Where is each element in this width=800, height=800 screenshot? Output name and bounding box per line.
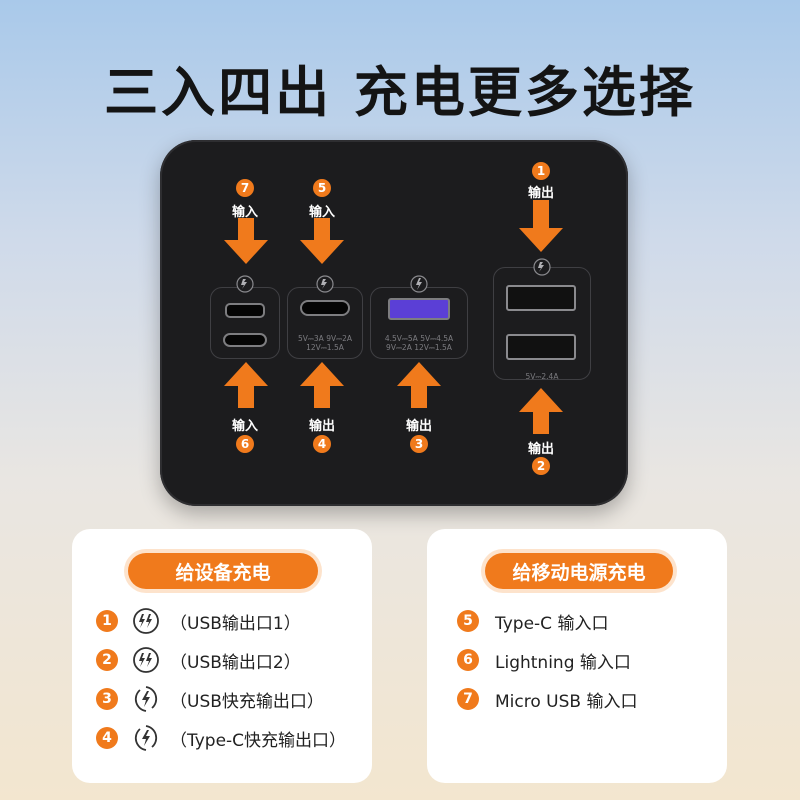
typec-spec-line-2: 12V⎓1.5A [306,343,344,352]
micro-usb-port [225,303,265,318]
list-item-number: 4 [96,727,118,749]
device-charging-card: 给设备充电 1 （USB输出口1） 2 （USB输出口2） 3 （USB快充输出… [72,529,372,783]
list-item: 6 Lightning 输入口 [457,646,631,674]
bolt-indicator-icon [410,275,428,293]
powerbank-charging-card: 给移动电源充电 5 Type-C 输入口 6 Lightning 输入口 7 M… [427,529,727,783]
arrow-up-icon [300,362,344,408]
arrow-up-icon [519,388,563,434]
usb-port-1 [506,285,576,311]
qc-spec-line-1: 4.5V⎓5A 5V⎓4.5A [384,334,454,343]
callout-label: 输出 [405,419,432,434]
micro-lightning-port-frame [210,287,280,359]
callout-label: 输出 [527,442,554,457]
list-item-text: （USB快充输出口） [170,691,324,712]
callout-number: 6 [236,435,254,453]
usb-port-2 [506,334,576,360]
list-item: 4 （Type-C快充输出口） [96,724,346,752]
arrow-down-icon [519,200,563,252]
double-bolt-icon [133,608,159,634]
list-item-number: 7 [457,688,479,710]
typec-spec-line-1: 5V⎓3A 9V⎓2A [298,334,352,343]
list-item: 3 （USB快充输出口） [96,685,324,713]
arrow-up-icon [224,362,268,408]
headline: 三入四出 充电更多选择 [104,61,696,124]
arrow-down-icon [224,218,268,264]
usb-pair-port-frame [493,267,591,380]
callout-label: 输入 [231,419,258,434]
fast-charge-bolt-icon [134,686,158,712]
arrow-up-icon [397,362,441,408]
usb-pair-spec: 5V⎓2.4A [525,372,559,381]
qc-usb-port [388,298,450,320]
list-item: 7 Micro USB 输入口 [457,685,637,713]
callout-number: 4 [313,435,331,453]
list-item: 5 Type-C 输入口 [457,607,608,635]
typec-port [300,300,350,316]
bolt-indicator-icon [236,275,254,293]
callout-number: 7 [236,179,254,197]
callout-number: 5 [313,179,331,197]
bolt-indicator-icon [533,258,551,276]
list-item-number: 2 [96,649,118,671]
list-item-text: （USB输出口2） [170,652,301,673]
list-item-text: Micro USB 输入口 [495,691,638,712]
list-item: 1 （USB输出口1） [96,607,301,635]
fast-charge-bolt-icon [134,725,158,751]
card-title-pill: 给设备充电 [128,553,318,589]
callout-label: 输出 [527,186,554,201]
double-bolt-icon [133,647,159,673]
callout-label: 输入 [231,205,258,220]
callout-number: 1 [532,162,550,180]
list-item-text: Type-C 输入口 [495,613,609,634]
card-title-pill: 给移动电源充电 [485,553,673,589]
list-item-text: （Type-C快充输出口） [170,730,347,751]
qc-spec-line-2: 9V⎓2A 12V⎓1.5A [386,343,452,352]
callout-number: 3 [410,435,428,453]
lightning-port [223,333,267,347]
list-item-number: 3 [96,688,118,710]
callout-label: 输入 [308,205,335,220]
bolt-indicator-icon [316,275,334,293]
list-item-number: 5 [457,610,479,632]
list-item-text: Lightning 输入口 [495,652,631,673]
callout-number: 2 [532,457,550,475]
list-item-number: 1 [96,610,118,632]
callout-label: 输出 [308,419,335,434]
arrow-down-icon [300,218,344,264]
list-item: 2 （USB输出口2） [96,646,301,674]
list-item-number: 6 [457,649,479,671]
list-item-text: （USB输出口1） [170,613,301,634]
